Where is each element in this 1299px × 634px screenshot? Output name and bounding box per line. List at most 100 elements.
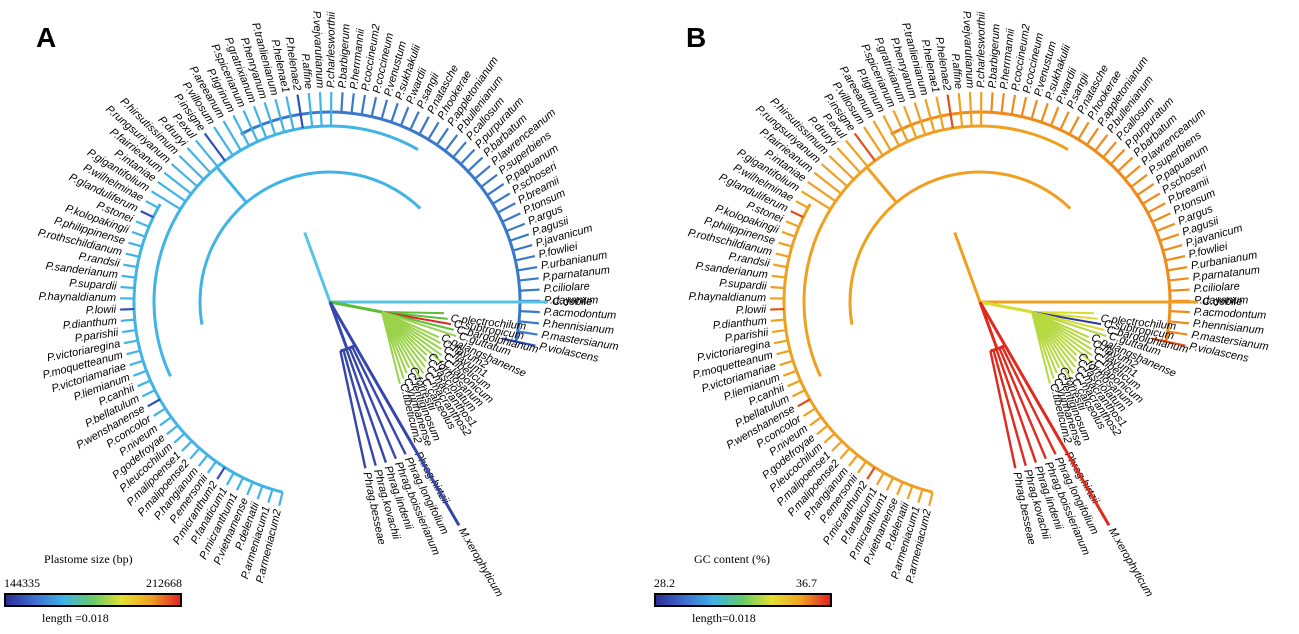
tree-branch — [145, 200, 159, 209]
tree-branch — [340, 92, 344, 113]
tree-branch — [518, 320, 540, 325]
tree-branch — [348, 347, 397, 460]
tree-branch — [1085, 127, 1100, 146]
tree-branch — [222, 120, 242, 151]
tree-branch — [242, 110, 259, 143]
tree-branch — [159, 416, 172, 427]
tree-branch — [1155, 222, 1176, 233]
tree-branch — [995, 348, 1038, 463]
tree-branch — [274, 98, 286, 133]
tree-branch — [1059, 111, 1070, 131]
tree-branch — [853, 132, 876, 162]
tree-branch — [492, 192, 511, 205]
tree-branch — [328, 301, 461, 527]
taxon-label: P.dianthum — [712, 315, 767, 332]
tree-branch — [1130, 173, 1148, 188]
tree-branch — [782, 369, 797, 377]
tree-branch — [370, 96, 378, 117]
panel-letter: B — [686, 22, 707, 53]
tree-branch — [216, 466, 226, 480]
taxon-label: P.lowii — [736, 304, 767, 317]
tree-branch — [823, 432, 836, 444]
tree-branch — [1010, 94, 1017, 115]
tree-branch — [803, 407, 816, 417]
tree-branch — [928, 491, 934, 507]
tree-branch — [474, 165, 491, 180]
phylogenetic-tree: P.violascensP.mastersianumP.hennisianumP… — [687, 11, 1270, 600]
tree-branch — [517, 266, 538, 272]
tree-branch — [380, 99, 389, 120]
tree-branch — [232, 115, 251, 147]
taxon-label: P.affine — [299, 53, 315, 90]
tree-branch — [797, 398, 811, 408]
tree-branch — [839, 447, 851, 460]
tree-branch — [795, 200, 809, 209]
tree-branch — [778, 241, 793, 248]
tree-branch — [296, 94, 304, 129]
taxon-label: P.lowii — [86, 304, 117, 317]
tree-branch — [120, 318, 135, 322]
tree-branch — [140, 210, 154, 219]
tree-branch — [435, 127, 450, 146]
panel-letter: A — [36, 22, 57, 53]
tree-branch — [166, 424, 179, 436]
tree-branch — [892, 110, 909, 143]
tree-branch — [1167, 330, 1188, 336]
tree-branch — [831, 440, 843, 452]
tree-branch — [505, 222, 526, 233]
taxon-label: P.haynaldianum — [688, 291, 766, 304]
tree-branch — [427, 121, 440, 140]
tree-branch — [820, 163, 849, 188]
tree-branch — [885, 477, 895, 491]
tree-branch — [318, 92, 323, 127]
tree-branch — [1109, 148, 1126, 165]
tree-branch — [953, 231, 982, 303]
tree-branch — [902, 105, 918, 139]
tree-branch — [517, 330, 538, 336]
tree-branch — [1159, 233, 1180, 242]
tree-branch — [1136, 183, 1155, 197]
tree-branch — [235, 477, 245, 491]
taxon-label: P.acmodontum — [1193, 306, 1266, 321]
legend-min: 144335 — [4, 576, 40, 590]
tree-branch — [519, 310, 540, 314]
tree-branch — [1040, 102, 1049, 123]
tree-branch — [770, 307, 785, 311]
tree-branch — [350, 93, 355, 114]
tree-branch — [882, 115, 901, 147]
tree-branch — [875, 472, 885, 486]
tree-branch — [782, 203, 933, 494]
tree-branch — [800, 190, 832, 211]
tree-branch — [1124, 165, 1141, 180]
tree-branch — [924, 98, 936, 133]
tree-branch — [381, 311, 401, 385]
tree-branch — [452, 141, 467, 159]
tree-branch — [1077, 121, 1090, 140]
tree-branch — [781, 230, 796, 238]
tree-branch — [409, 111, 420, 131]
tree-branch — [1162, 244, 1183, 252]
tree-branch — [512, 244, 533, 252]
tree-branch — [459, 148, 476, 165]
tree-branch — [381, 311, 457, 338]
tree-branch — [126, 349, 141, 356]
tree-branch — [360, 94, 367, 115]
taxon-label: P.charlesworthii — [325, 11, 337, 88]
tree-branch — [153, 407, 166, 417]
tree-branch — [444, 134, 459, 152]
tree-branch — [992, 349, 1027, 467]
tree-branch — [509, 233, 530, 242]
tree-branch — [189, 447, 201, 460]
tree-branch — [123, 339, 139, 345]
tree-branch — [252, 105, 268, 139]
scale-length: length=0.018 — [692, 611, 756, 625]
tree-branch — [791, 389, 806, 398]
tree-branch — [303, 231, 332, 303]
tree-branch — [906, 485, 914, 500]
tree-branch — [770, 285, 785, 290]
tree-branch — [979, 300, 1033, 314]
tree-branch — [267, 489, 274, 504]
tree-branch — [775, 252, 790, 258]
taxon-label: P.vejvarutianum — [960, 11, 976, 89]
